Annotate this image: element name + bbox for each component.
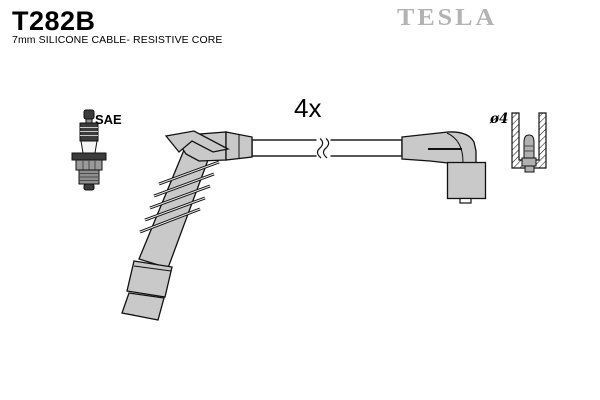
spark-plug-standard-label: SAE <box>95 112 122 127</box>
terminal-socket-cross-section-icon <box>511 112 547 173</box>
part-number: T282B <box>12 6 96 36</box>
spark-plug-boot-left <box>121 130 253 321</box>
distributor-boot-right <box>401 131 487 204</box>
quantity-label: 4x <box>294 93 322 123</box>
spark-plug-icon <box>71 109 107 191</box>
tesla-logo: TESLA <box>397 4 498 31</box>
terminal-diameter-label: ø4 <box>490 111 509 127</box>
boot-fins <box>139 160 220 234</box>
cable <box>251 137 403 159</box>
subtitle: 7mm SILICONE CABLE- RESISTIVE CORE <box>12 34 223 46</box>
